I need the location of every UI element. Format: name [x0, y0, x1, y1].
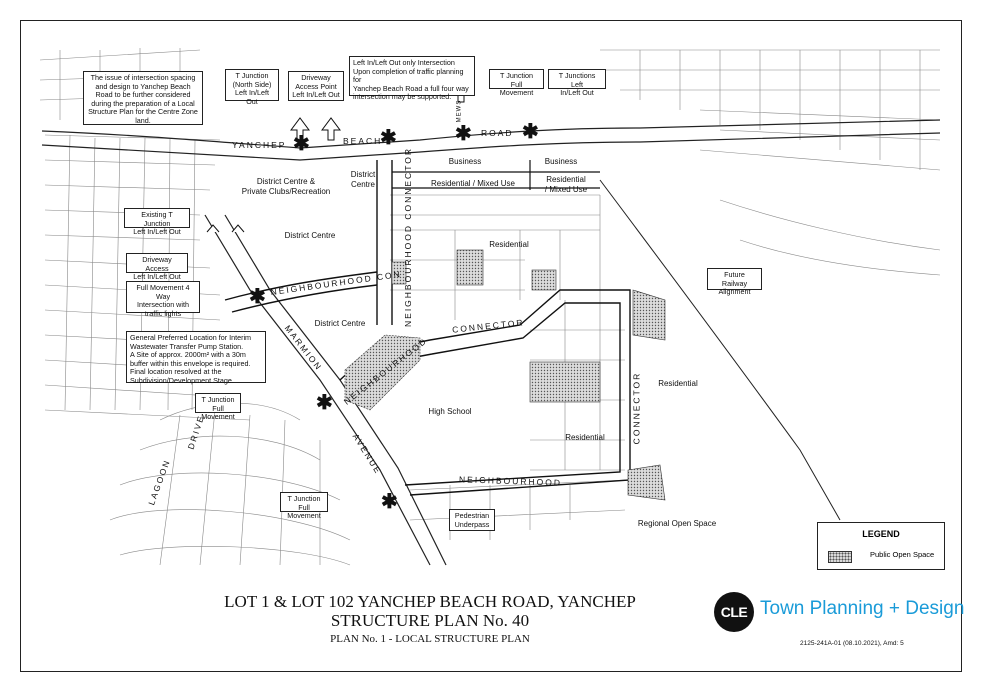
intersection-marker-icon: ✱ — [316, 392, 333, 414]
land-use-district-centre: District Centre — [350, 170, 376, 189]
land-use-residential-mixed: Residential / Mixed Use — [430, 179, 516, 188]
access-arrows — [206, 79, 471, 233]
note-future-railway: Future Railway Alignment — [707, 268, 762, 296]
plan-structure-number: STRUCTURE PLAN No. 40 — [330, 611, 530, 630]
note-t-junction-full-mid: T Junction Full Movement — [195, 393, 241, 421]
note-t-junction-north: T Junction (North Side) Left In/Left Out — [225, 69, 279, 106]
land-use-residential: Residential — [489, 240, 529, 249]
legend-swatch-public-open-space — [828, 551, 852, 563]
intersection-marker-icon: ✱ — [249, 286, 266, 308]
road-label-beach: BEACH — [343, 136, 383, 146]
note-pedestrian-underpass: Pedestrian Underpass — [449, 509, 495, 531]
note-t-junction-full-top: T Junction Full Movement — [489, 69, 544, 97]
land-use-high-school: High School — [428, 407, 472, 416]
intersection-marker-icon: ✱ — [381, 491, 398, 513]
legend: LEGEND Public Open Space — [817, 522, 945, 570]
intersection-marker-icon: ✱ — [293, 133, 310, 155]
road-label-mews: MEWS — [456, 99, 463, 123]
intersection-marker-icon: ✱ — [380, 127, 397, 149]
intersection-marker-icon: ✱ — [522, 121, 539, 143]
land-use-district-centre: District Centre — [284, 231, 336, 240]
land-use-regional-open-space: Regional Open Space — [637, 519, 717, 528]
public-open-space — [344, 249, 666, 501]
intersection-marker-icon: ✱ — [455, 123, 472, 145]
cle-logo-icon: CLE — [714, 592, 754, 632]
legend-label: Public Open Space — [870, 550, 935, 559]
note-driveway-access-point: Driveway Access Point Left In/Left Out — [288, 71, 344, 101]
note-driveway-access: Driveway Access Left In/Left Out — [126, 253, 188, 281]
land-use-district-centre: District Centre — [314, 319, 366, 328]
land-use-business: Business — [448, 157, 482, 166]
land-use-residential-mixed: Residential / Mixed Use — [544, 175, 588, 194]
note-existing-t-junction: Existing T Junction Left In/Left Out — [124, 208, 190, 236]
road-label-yanchep: YANCHEP — [232, 140, 287, 150]
note-t-junctions-left: T Junctions Left In/Left Out — [548, 69, 606, 97]
land-use-district-centre-clubs: District Centre & Private Clubs/Recreati… — [241, 177, 331, 196]
legend-title: LEGEND — [862, 529, 900, 539]
business-frontage — [392, 160, 600, 190]
note-full-movement-4way: Full Movement 4 Way Intersection with tr… — [126, 281, 200, 318]
railway-alignment — [599, 179, 841, 521]
note-intersection-spacing: The issue of intersection spacing and de… — [83, 71, 203, 125]
land-use-residential: Residential — [565, 433, 605, 442]
land-use-business: Business — [544, 157, 578, 166]
plan-subtitle: PLAN No. 1 - LOCAL STRUCTURE PLAN — [330, 633, 530, 645]
land-use-residential: Residential — [658, 379, 698, 388]
note-left-in-out-only: Left In/Left Out only Intersection Upon … — [349, 56, 475, 101]
road-label-neighbourhood-connector: NEIGHBOURHOOD CONNECTOR — [402, 147, 413, 327]
plan-title: LOT 1 & LOT 102 YANCHEP BEACH ROAD, YANC… — [224, 592, 636, 611]
logo-text: Town Planning + Design — [760, 598, 965, 619]
road-label-road: ROAD — [481, 128, 514, 138]
note-t-junction-full-bottom: T Junction Full Movement — [280, 492, 328, 520]
note-pump-station: General Preferred Location for Interim W… — [126, 331, 266, 385]
yanchep-beach-road — [41, 119, 941, 161]
drawing-reference: 2125-241A-01 (08.10.2021), Amd: 5 — [800, 640, 904, 647]
road-label-connector-east: CONNECTOR — [631, 371, 642, 445]
